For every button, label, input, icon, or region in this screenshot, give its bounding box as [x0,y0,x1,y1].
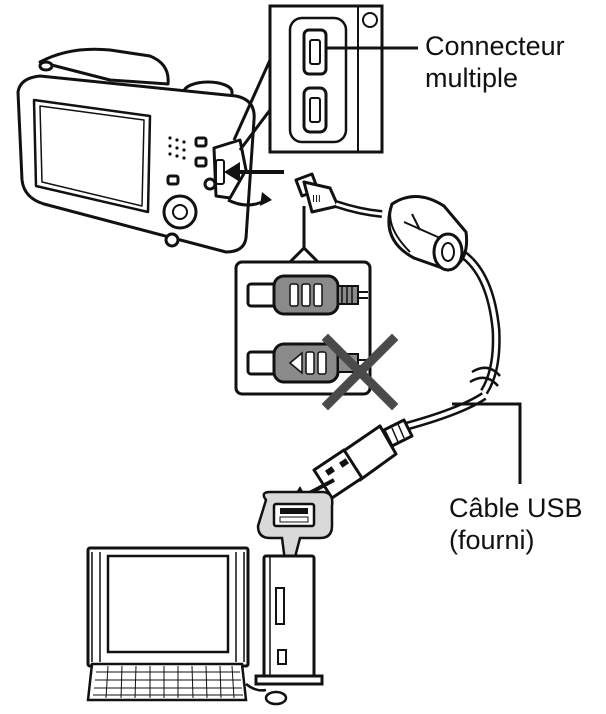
svg-text:III: III [312,194,321,205]
computer-tower-icon [254,554,324,686]
plug-orientation-box [234,206,399,411]
usb-cable-icon: III [294,172,501,433]
connector-label-line1: Connecteur [425,31,565,61]
camera-icon [16,47,256,254]
usb-cable-label: Câble USB (fourni) [449,492,583,556]
keyboard-icon [86,662,248,702]
usb-cable-label-line2: (fourni) [449,525,535,555]
cross-icon [321,333,399,411]
usb-port-callout [256,490,334,585]
usb-a-plug-icon [312,418,414,500]
usb-label-leader [452,402,522,484]
connector-label: Connecteur multiple [425,30,565,94]
correct-plug-icon [246,274,368,316]
mouse-icon [245,683,288,706]
ferrite-core-icon [387,195,469,272]
connector-closeup-icon [232,4,418,154]
connector-label-line2: multiple [425,63,519,93]
computer-monitor-icon [86,546,250,678]
usb-cable-label-line1: Câble USB [449,493,583,523]
